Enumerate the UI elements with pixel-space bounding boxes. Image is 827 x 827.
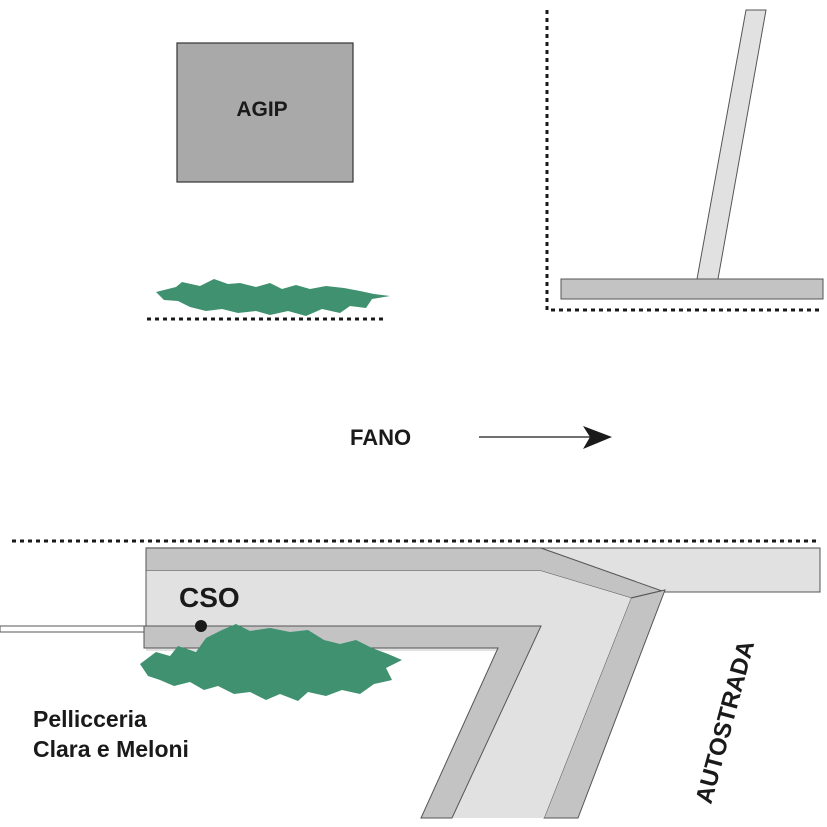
autostrada-label: AUTOSTRADA (691, 638, 760, 807)
road-diagonal-band (543, 589, 666, 819)
top-right-road (545, 9, 824, 312)
agip-label: AGIP (236, 98, 287, 121)
vegetation-bottom (140, 624, 402, 701)
shop-label-line1: Pellicceria (33, 706, 147, 732)
shop-label: Pellicceria Clara e Meloni (33, 706, 189, 762)
diagonal-road (696, 9, 767, 280)
autostrada-lanes (540, 547, 821, 593)
vegetation-top-shape (156, 279, 390, 316)
cso-marker: CSO (179, 582, 240, 632)
direction-arrow-icon (583, 426, 612, 449)
shop-label-line2: Clara e Meloni (33, 736, 189, 762)
horizontal-road-top (560, 278, 824, 300)
fano-label: FANO (350, 425, 411, 450)
fano-direction: FANO (350, 425, 612, 450)
side-channel (0, 625, 145, 633)
agip-building-shape (176, 42, 354, 183)
vegetation-bottom-shape (140, 624, 402, 701)
cso-label: CSO (179, 582, 240, 613)
agip-building: AGIP (176, 42, 354, 183)
vegetation-top (147, 279, 390, 321)
road-lower-band (143, 625, 542, 819)
boundary-top-right (545, 10, 820, 312)
cso-point-icon (195, 620, 207, 632)
